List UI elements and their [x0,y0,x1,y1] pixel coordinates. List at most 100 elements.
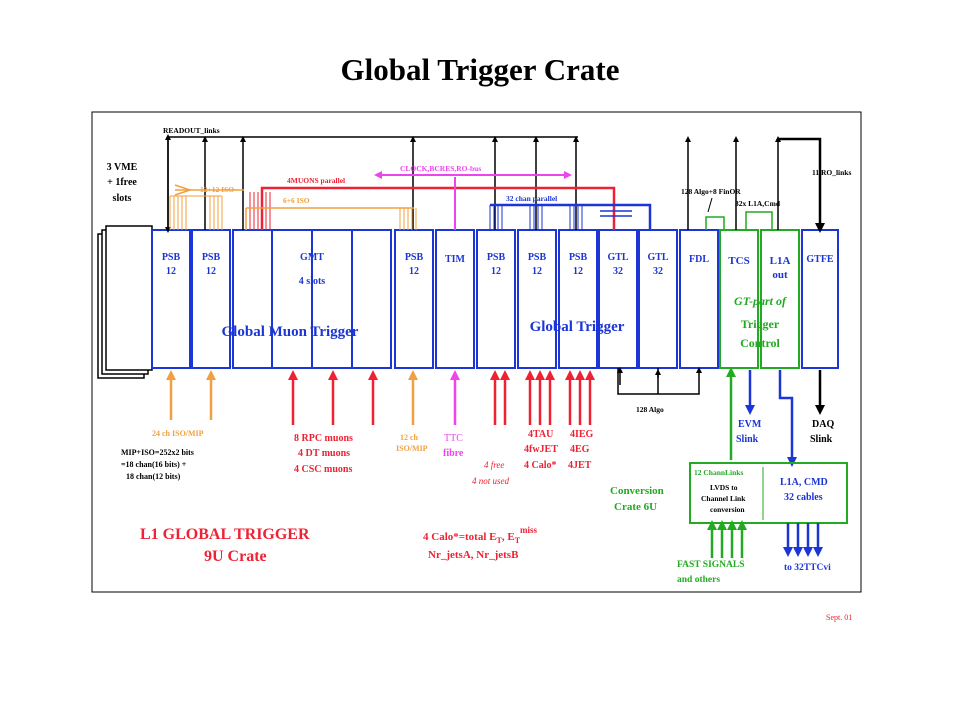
ro-links-label: 11 RO_links [812,168,851,177]
outer-frame [91,111,862,593]
l1a-cmd-conv-label: L1A, CMD [780,477,828,488]
vme-free-slots [97,225,153,379]
psb-3-count: 12 [409,266,419,277]
board-gtfe [801,229,839,369]
tim-label: TIM [445,254,466,265]
iso-6-6 [245,207,417,230]
gtl-1-label: GTL [607,252,628,263]
l1a-cmd-green [705,197,773,230]
conversion-label: Conversion [610,485,664,497]
calo-right-2: 4EG [570,444,590,455]
muons-rpc: 8 RPC muons [294,433,353,444]
lvds-label-1: LVDS to [710,483,738,492]
to-ttcvi-label: to 32TTCvi [784,563,831,573]
gtfe-label: GTFE [806,254,834,265]
board-tim [435,229,475,369]
calo-left-2: 4fwJET [524,444,558,455]
chan-parallel [489,203,652,230]
psb-4-count: 12 [491,266,501,277]
clock-bus-label: CLOCK,BCRES,RO-bus [400,164,481,173]
gmt-slots: 4 slots [299,276,326,287]
evm-slink-label: Slink [736,434,759,445]
gt-part-of-label: GT-part of [734,294,787,308]
algo-128-label: 128 Algo [636,405,664,414]
psb-2-label: PSB [202,252,221,263]
gmt-label: GMT [300,252,324,263]
muons-dt: 4 DT muons [298,448,350,459]
board-psb-1 [151,229,191,369]
l1-global-trigger-label: L1 GLOBAL TRIGGER [140,526,310,543]
daq-label: DAQ [812,419,834,430]
vme-line-1: 3 VME [107,162,138,173]
gtl-2-count: 32 [653,266,663,277]
fast-signals-arrows [707,520,747,558]
psb-1-count: 12 [166,266,176,277]
l1a-out: out [772,269,788,281]
and-others-label: and others [677,575,720,585]
l1a-cmd-top-label: 32x L1A,Cmd [735,199,781,208]
psb-6-label: PSB [569,252,588,263]
board-psb-5 [517,229,557,369]
trigger-control-boards [719,229,800,369]
psb-1-label: PSB [162,252,181,263]
page-title: Global Trigger Crate [340,52,620,87]
ttc-label: TTC [444,433,463,444]
tcs-label: TCS [728,255,749,267]
global-trigger-label: Global Trigger [530,319,625,335]
calo-right-3: 4JET [568,460,592,471]
psb-3-label: PSB [405,252,424,263]
board-gtl-1 [598,229,638,369]
input-arrows [166,370,595,425]
lvds-label-2: Channel Link [701,494,746,503]
calo-right-1: 4IEG [570,429,594,440]
output-arrows [726,367,825,467]
iso-12-12 [169,184,244,230]
date-label: Sept. 01 [826,613,852,622]
trigger-label: Trigger [741,317,780,331]
calo-left-1: 4TAU [528,429,553,440]
calo-total-label: 4 Calo*=total ET, ETmiss [423,525,538,545]
gtl-2-label: GTL [647,252,668,263]
board-gtl-2 [638,229,678,369]
global-muon-trigger-label: Global Muon Trigger [222,324,359,340]
control-label: Control [740,336,780,350]
chan-parallel-label: 32 chan parallel [506,194,557,203]
iso-12-12-label: 12+12 ISO [200,185,234,194]
lvds-label-3: conversion [710,505,745,514]
not-used-label: 4 not used [472,476,509,486]
iso-6-6-label: 6+6 ISO [283,196,310,205]
mip-iso-bits-2: =18 chan(16 bits) + [121,460,187,469]
l1a-label: L1A [770,255,791,267]
clock-bus [374,171,572,230]
board-fdl [679,229,719,369]
fdl-label: FDL [689,254,709,265]
psb-5-label: PSB [528,252,547,263]
algo-finor-label: 128 Algo+8 FinOR [681,187,741,196]
nr-jets-label: Nr_jetsA, Nr_jetsB [428,549,519,561]
psb-4-label: PSB [487,252,506,263]
psb-6-count: 12 [573,266,583,277]
iso-mip-12-a: 12 ch [400,433,419,442]
crate-9u-label: 9U Crate [204,548,267,565]
daq-slink-label: Slink [810,434,833,445]
chann-links-label: 12 ChannLinks [694,468,743,477]
evm-label: EVM [738,419,762,430]
board-tcs [719,229,759,369]
vme-line-2: + 1free [107,177,137,188]
gtl-1-count: 32 [613,266,623,277]
board-psb-2 [191,229,231,369]
mip-iso-bits-1: MIP+ISO=252x2 bits [121,448,194,457]
board-psb-6 [558,229,598,369]
algo-128-loop [617,367,702,395]
free-label: 4 free [484,460,504,470]
four-muons-parallel-label: 4MUONS parallel [287,176,345,185]
psb-5-count: 12 [532,266,542,277]
mip-iso-bits-3: 18 chan(12 bits) [126,472,181,481]
fast-signals-label: FAST SIGNALS [677,560,745,570]
board-psb-4 [476,229,516,369]
psb-2-count: 12 [206,266,216,277]
ttcvi-arrows [783,523,823,557]
calo-left-3: 4 Calo* [524,460,557,471]
readout-links-label: READOUT_links [163,126,220,135]
